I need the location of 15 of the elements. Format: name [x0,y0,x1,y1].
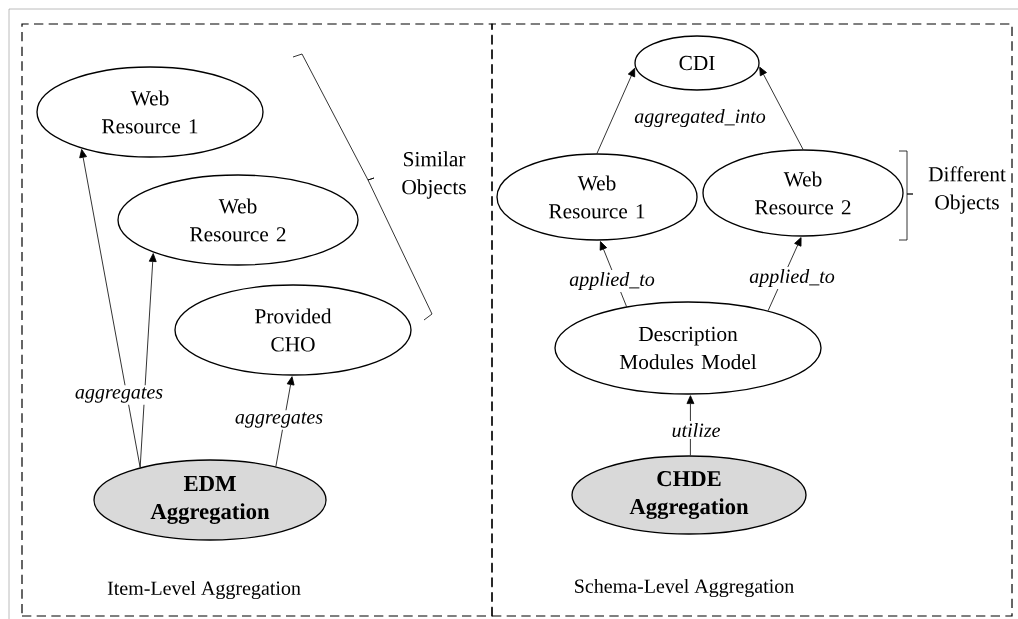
arrow [596,67,636,154]
bracket-label: Similar Objects [402,151,466,199]
edge-label: applied_to [567,269,657,293]
bracket-label: Different Objects [928,166,1006,214]
arrow [767,237,802,312]
edge-label: aggregates [232,410,326,430]
arrow [275,376,295,467]
edge-label: aggregates [72,385,166,405]
edge-label: aggregated_into [632,106,768,130]
arrow [139,253,157,468]
edge-label: applied_to [747,266,837,290]
arrow [686,395,695,456]
arrow [79,149,141,468]
edge-label: utilize [669,420,723,440]
arrow [759,66,804,150]
